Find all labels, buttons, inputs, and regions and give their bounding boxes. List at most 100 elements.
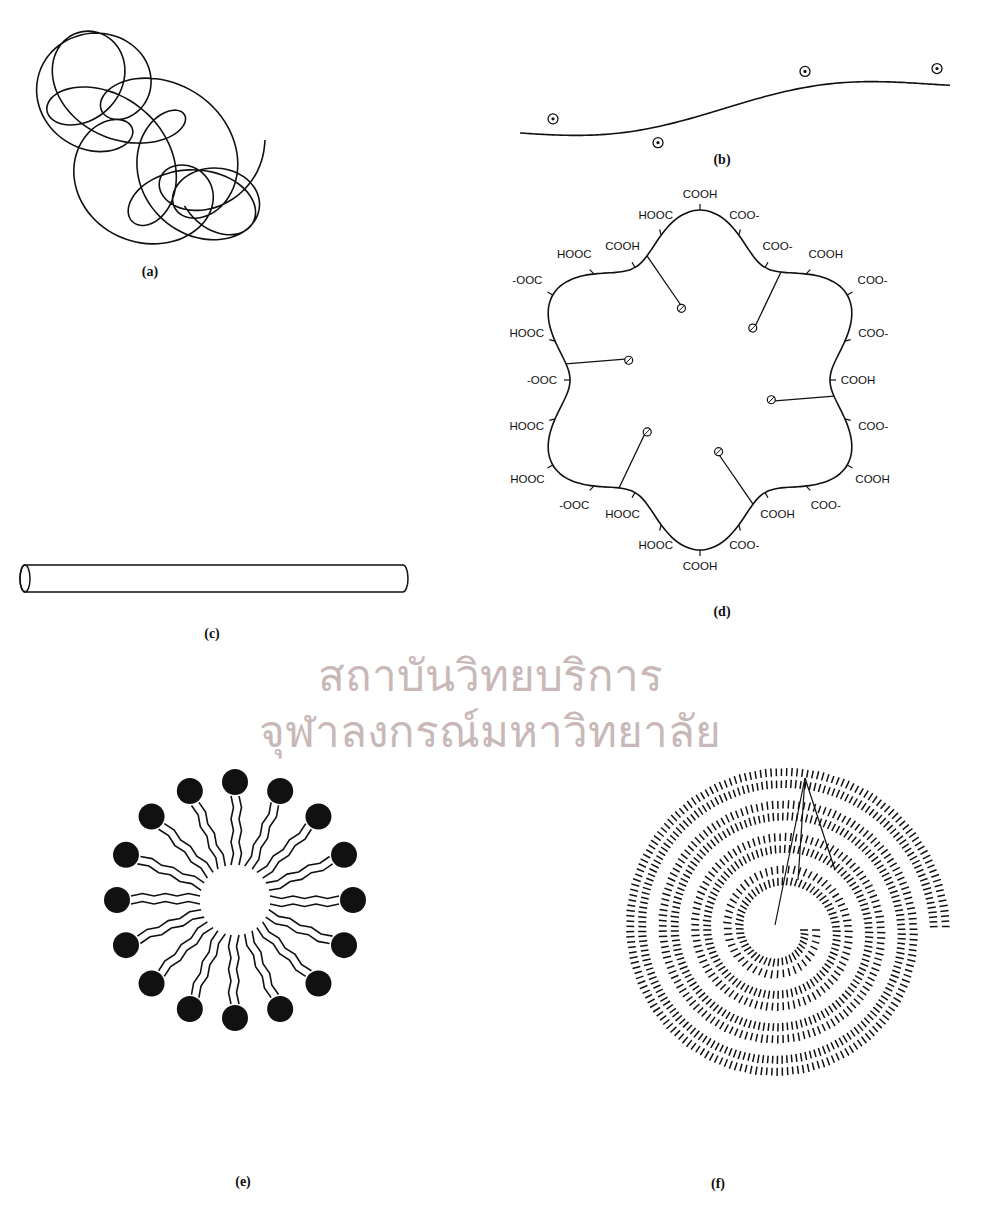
surfactant-tail [252, 805, 278, 869]
counter-ion [625, 356, 633, 364]
panel-letter: (f) [711, 1176, 725, 1191]
panel-letter: (a) [142, 264, 158, 279]
carboxyl-bond [632, 262, 635, 267]
carboxyl-label: COO- [811, 499, 841, 512]
coil-line [37, 31, 265, 244]
carboxyl-bond [765, 262, 768, 267]
surfactant-head [113, 932, 139, 958]
surfactant-head [267, 778, 293, 804]
charge-symbol [932, 64, 942, 74]
surfactant-head [331, 932, 357, 958]
surfactant-tail [239, 796, 242, 865]
carboxyl-bond [739, 525, 741, 531]
counter-ion [715, 448, 723, 456]
surfactant-head [305, 970, 331, 996]
surfactant-tail [137, 864, 201, 890]
charge-symbol [548, 114, 558, 124]
carboxyl-bond [845, 419, 851, 421]
side-chain [720, 456, 753, 505]
chain-line [520, 82, 950, 136]
surfactant-head [331, 842, 357, 868]
counter-ion-mark [768, 397, 774, 403]
surfactant-head [222, 1005, 248, 1031]
carboxyl-bond [549, 419, 555, 421]
carboxyl-label: -OOC [512, 274, 542, 287]
carboxyl-label: COO- [858, 420, 888, 433]
surfactant-tail [199, 934, 225, 998]
carboxyl-label: -OOC [559, 499, 589, 512]
rigid-rod [20, 565, 408, 592]
counter-ion-mark [750, 325, 756, 331]
carboxyl-bond [739, 229, 741, 235]
panel-letter: (d) [713, 604, 730, 619]
carboxyl-bond [765, 493, 768, 498]
surfactant-head [104, 887, 130, 913]
surfactant-head [305, 804, 331, 830]
charge-dot [935, 67, 938, 70]
surfactant-tail [137, 910, 201, 936]
carboxyl-label: COOH [760, 508, 795, 521]
watermark: สถาบันวิทยบริการ [318, 652, 663, 700]
surfactant-head [177, 996, 203, 1022]
carboxyl-label: COOH [808, 248, 843, 261]
carboxyl-label: COOH [841, 374, 876, 387]
surfactant-tail [140, 857, 204, 883]
charge-symbol [800, 66, 810, 76]
surfactant-head [267, 996, 293, 1022]
surfactant-head [113, 842, 139, 868]
carboxyl-label: HOOC [509, 420, 544, 433]
carboxyl-label: HOOC [639, 539, 674, 552]
surfactant-tail [192, 931, 218, 995]
carboxyl-label: HOOC [605, 508, 640, 521]
polyelectrolyte [548, 204, 853, 556]
carboxyl-label: COO- [858, 327, 888, 340]
surfactant-tail [131, 902, 200, 905]
carboxyl-label: HOOC [509, 327, 544, 340]
counter-ion [643, 428, 651, 436]
surfactant-tail [245, 934, 271, 998]
surfactant-tail [229, 935, 232, 1004]
leader-line [775, 778, 805, 925]
counter-ion [677, 304, 685, 312]
polymer-backbone [548, 210, 852, 550]
counter-ion-mark [716, 449, 722, 455]
micelle [104, 769, 366, 1031]
surfactant-tail [199, 802, 225, 866]
surfactant-tail [245, 802, 271, 866]
carboxyl-label: HOOC [510, 473, 545, 486]
surfactant-tail [266, 917, 330, 943]
carboxyl-bond [632, 493, 635, 498]
leader-line [798, 778, 805, 880]
watermark: จุฬาลงกรณ์มหาวิทยาลัย [259, 708, 721, 756]
charge-dot [803, 70, 806, 73]
carboxyl-label: COOH [683, 188, 718, 201]
surfactant-tail [266, 857, 330, 883]
carboxyl-label: HOOC [639, 209, 674, 222]
surfactant-tail [231, 796, 234, 865]
surfactant-head [139, 804, 165, 830]
panel-letter: (b) [713, 152, 730, 167]
carboxyl-bond [660, 229, 662, 235]
surfactant-head [139, 970, 165, 996]
carboxyl-bond [806, 486, 810, 490]
carboxyl-bond [830, 379, 836, 380]
bilayer-strokes [626, 768, 949, 1076]
panel-letter: (e) [235, 1174, 251, 1189]
carboxyl-bond [806, 270, 810, 274]
carboxyl-label: COO- [858, 274, 888, 287]
surfactant-tail [252, 931, 278, 995]
carboxyl-bond [548, 292, 553, 295]
surfactant-head [222, 769, 248, 795]
surfactant-tail [270, 904, 339, 907]
surfactant-tail [257, 928, 306, 977]
panel-letter: (c) [204, 626, 220, 641]
carboxyl-bond [590, 270, 594, 274]
surfactant-tail [263, 829, 312, 878]
counter-ion-mark [626, 357, 632, 363]
side-chain [619, 435, 644, 488]
charge-dot [656, 141, 659, 144]
rod-end [20, 565, 30, 592]
charged-chain [520, 64, 950, 148]
